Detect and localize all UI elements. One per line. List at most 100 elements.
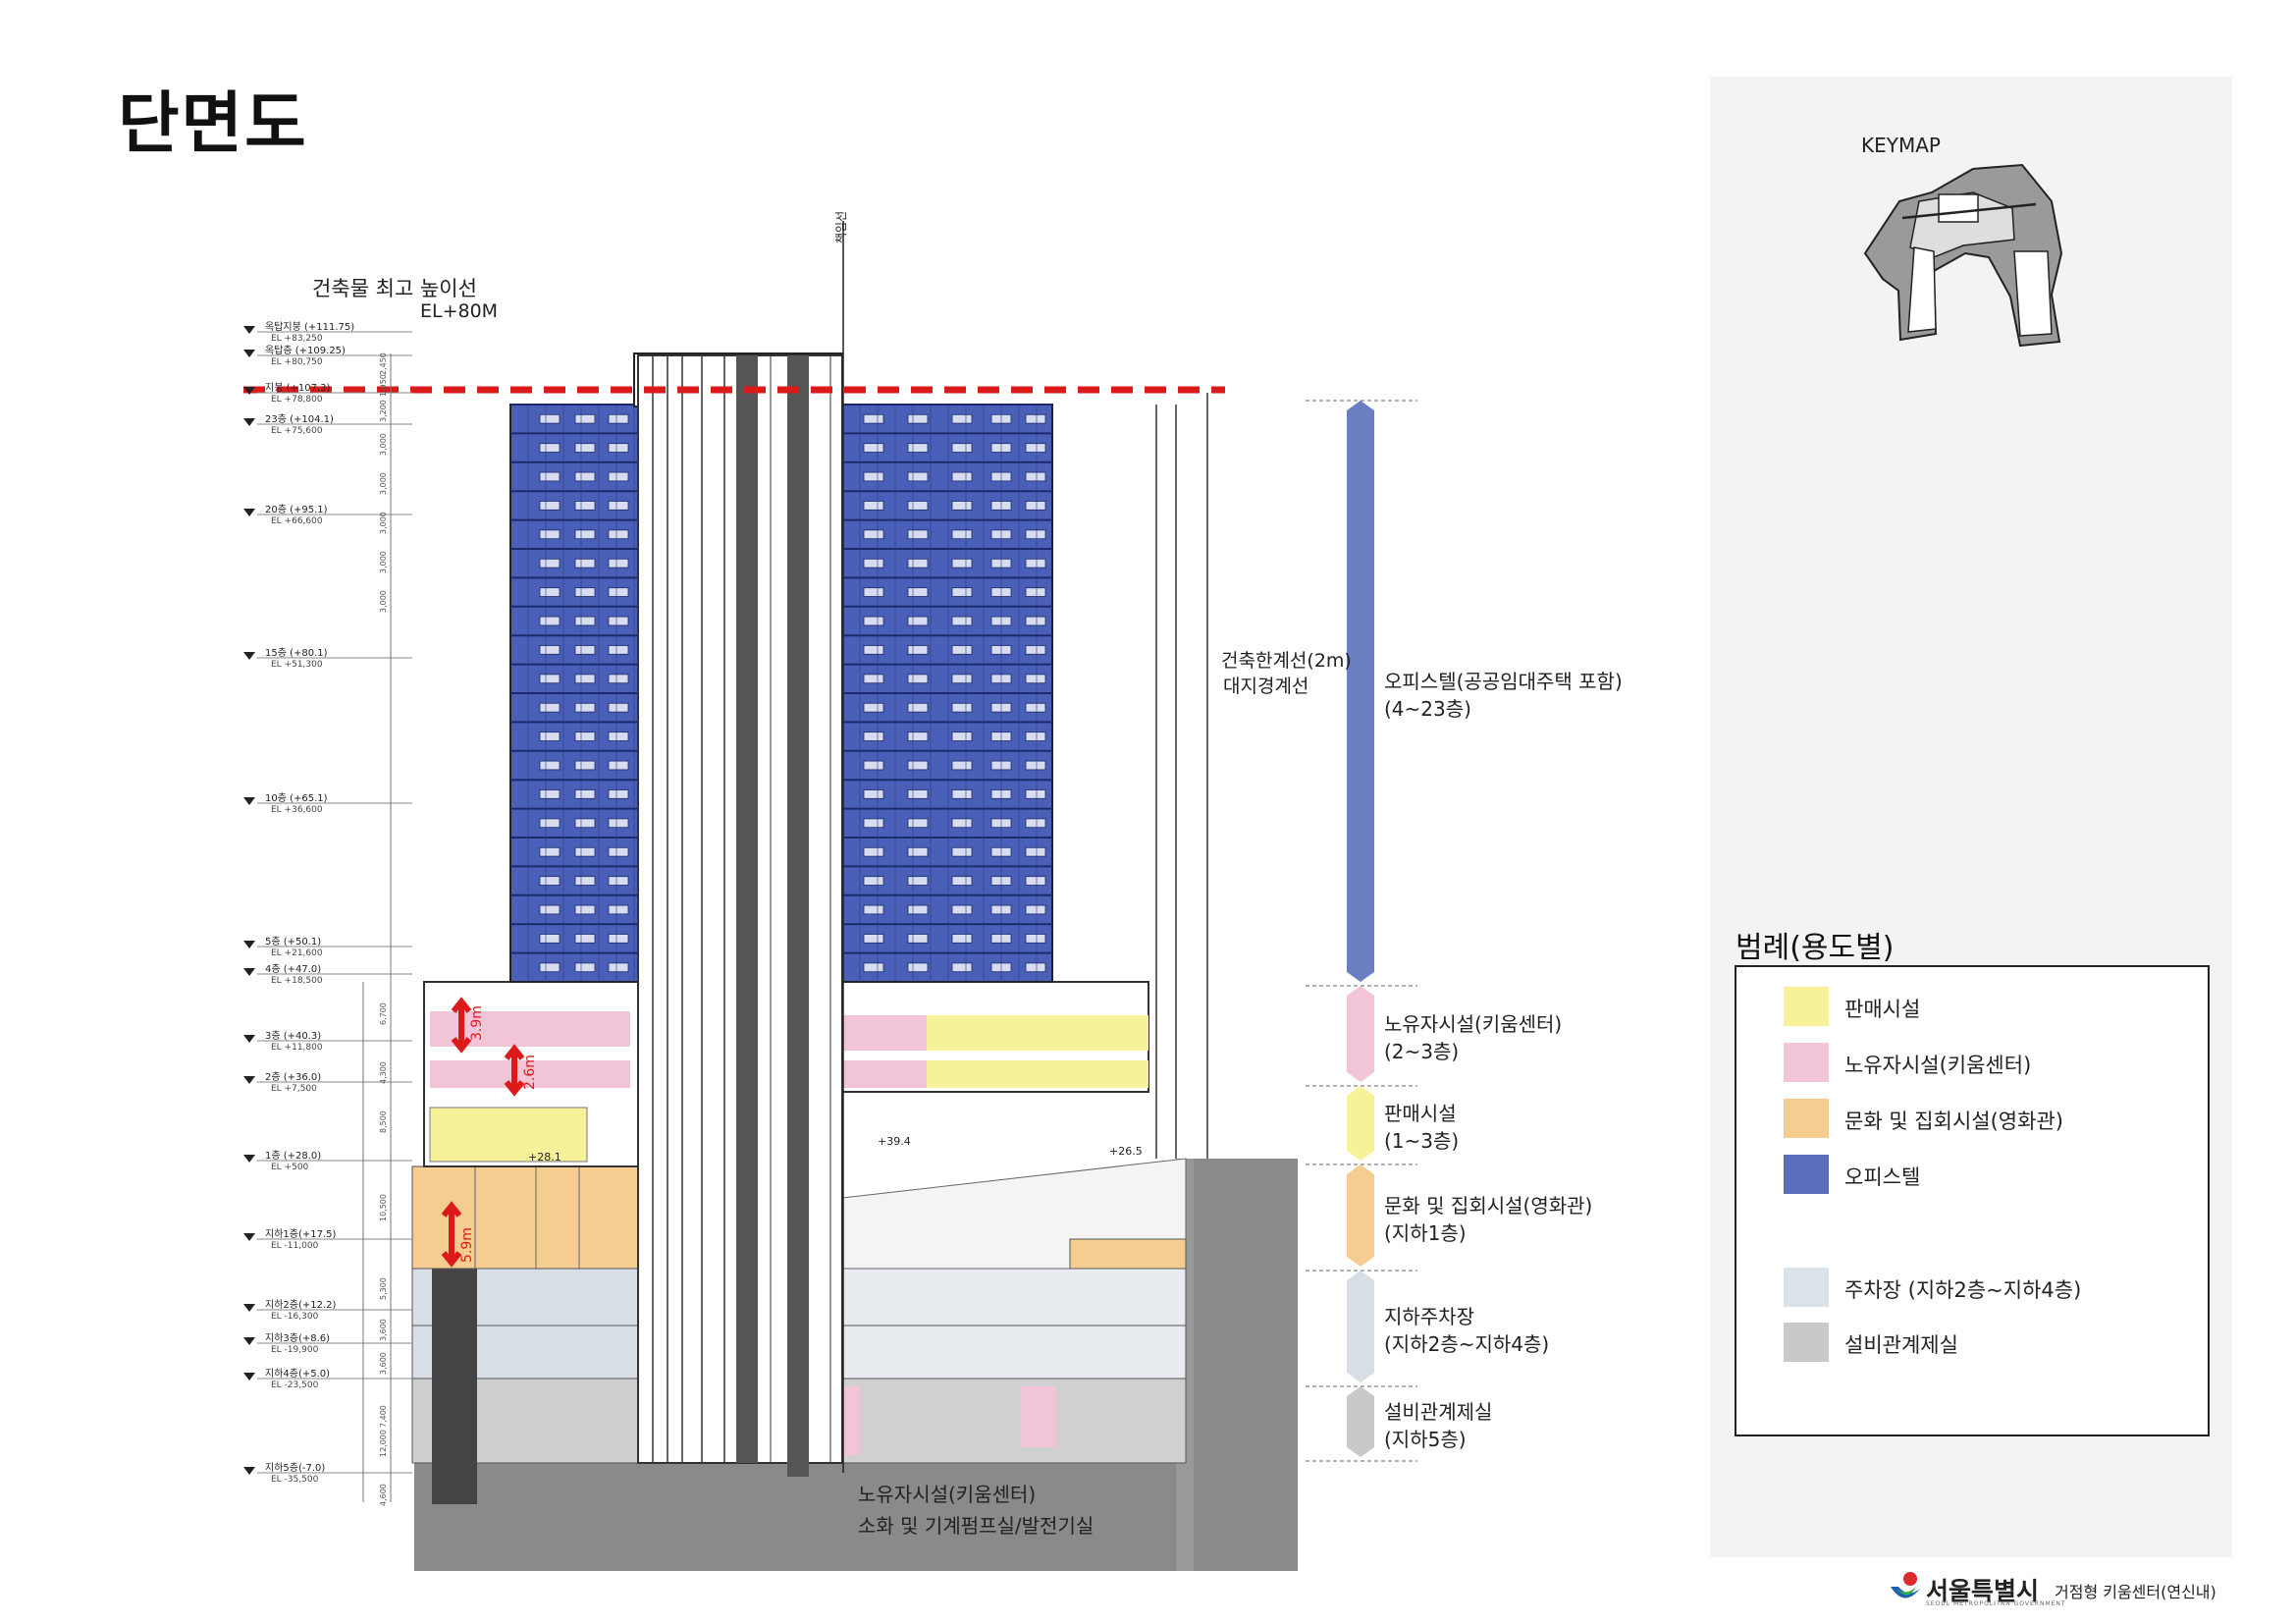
- level-name: 15층 (+80.1): [265, 648, 328, 659]
- ground-level-mid: +39.4: [878, 1135, 911, 1148]
- level-el: EL +500: [271, 1163, 309, 1172]
- dimension-label: 3,000: [379, 551, 388, 573]
- f3-retail-right: [927, 1015, 1148, 1051]
- keymap-label: KEYMAP: [1861, 134, 1941, 157]
- window-unit: [863, 760, 884, 771]
- window-unit: [1025, 789, 1046, 799]
- window-unit: [907, 702, 929, 713]
- window-unit: [539, 616, 561, 626]
- window-unit: [951, 904, 973, 915]
- window-unit: [1025, 587, 1046, 597]
- window-unit: [539, 471, 561, 482]
- window-unit: [863, 904, 884, 915]
- window-unit: [574, 645, 596, 655]
- level-el: EL +7,500: [271, 1084, 317, 1094]
- ground-level-right: +26.5: [1109, 1145, 1143, 1158]
- ground-level-left: +28.1: [528, 1151, 561, 1164]
- window-unit: [608, 760, 629, 771]
- window-unit: [1025, 760, 1046, 771]
- window-unit: [539, 846, 561, 857]
- window-unit: [1025, 876, 1046, 886]
- page-title: 단면도: [118, 85, 308, 163]
- zone-floors: (4~23층): [1384, 697, 1471, 721]
- f2-kids-left: [430, 1060, 630, 1088]
- window-unit: [951, 789, 973, 799]
- window-unit: [863, 702, 884, 713]
- window-unit: [1025, 904, 1046, 915]
- level-el: EL +36,600: [271, 805, 323, 815]
- window-unit: [907, 558, 929, 568]
- window-unit: [539, 443, 561, 453]
- window-unit: [608, 645, 629, 655]
- window-unit: [951, 587, 973, 597]
- dimension-label: 7,400: [379, 1405, 388, 1428]
- window-unit: [907, 789, 929, 799]
- level-el: EL +78,800: [271, 395, 323, 405]
- cinema-right-box: [1069, 1238, 1187, 1270]
- keymap-block-b: [1907, 246, 1937, 333]
- window-unit: [574, 501, 596, 511]
- window-unit: [608, 587, 629, 597]
- window-unit: [907, 962, 929, 973]
- window-unit: [1025, 501, 1046, 511]
- core-wall-a: [736, 355, 758, 1463]
- window-unit: [574, 846, 596, 857]
- dimension-chain: [362, 353, 392, 1502]
- window-unit: [539, 904, 561, 915]
- window-unit: [951, 934, 973, 944]
- level-el: EL -19,900: [271, 1345, 319, 1355]
- basement-zones: [411, 1158, 1187, 1504]
- level-marker-icon: [243, 1337, 255, 1345]
- legend-swatch: [1784, 1043, 1829, 1082]
- dimension-label: 1,950: [379, 374, 388, 397]
- level-name: 지하2층(+12.2): [265, 1300, 337, 1311]
- level-el: EL -23,500: [271, 1380, 319, 1390]
- legend-label: 문화 및 집회시설(영화관): [1844, 1110, 2063, 1133]
- zone-name: 노유자시설(키움센터): [1384, 1012, 1563, 1036]
- window-unit: [907, 876, 929, 886]
- window-unit: [951, 443, 973, 453]
- level-marker-icon: [243, 387, 255, 395]
- window-unit: [539, 962, 561, 973]
- level-el: EL +66,600: [271, 516, 323, 526]
- level-marker-icon: [243, 1035, 255, 1043]
- window-unit: [907, 674, 929, 684]
- zone-bar: [1347, 1164, 1374, 1267]
- window-unit: [951, 962, 973, 973]
- window-unit: [863, 616, 884, 626]
- window-unit: [951, 846, 973, 857]
- window-unit: [539, 587, 561, 597]
- window-unit: [863, 818, 884, 829]
- level-el: EL -35,500: [271, 1475, 319, 1485]
- window-unit: [863, 789, 884, 799]
- level-marker-icon: [243, 1076, 255, 1084]
- dimension-label: 12,000: [379, 1430, 388, 1457]
- window-unit: [951, 558, 973, 568]
- window-unit: [539, 934, 561, 944]
- level-name: 2층 (+36.0): [265, 1072, 322, 1083]
- footer-logo-sub: SEOUL METROPOLITAN GOVERNMENT: [1926, 1600, 2066, 1607]
- window-unit: [863, 645, 884, 655]
- window-unit: [539, 789, 561, 799]
- keymap-block-c: [2013, 250, 2053, 337]
- level-marker-icon: [243, 1467, 255, 1475]
- window-unit: [574, 818, 596, 829]
- legend-swatch: [1784, 1268, 1829, 1307]
- top-annotation-line2: EL+80M: [420, 300, 499, 322]
- window-unit: [574, 616, 596, 626]
- height-mark-b-arrow: [504, 1044, 525, 1097]
- zone-floors: (지하1층): [1384, 1221, 1467, 1245]
- window-unit: [951, 674, 973, 684]
- window-unit: [1025, 674, 1046, 684]
- zone-name: 지하주차장: [1384, 1305, 1474, 1328]
- podium: [423, 981, 1149, 1167]
- legend-swatch: [1784, 1099, 1829, 1138]
- window-unit: [907, 934, 929, 944]
- zone-name: 판매시설: [1384, 1102, 1457, 1125]
- window-unit: [608, 962, 629, 973]
- red-height-marks: [441, 997, 525, 1268]
- dimension-label: 3,600: [379, 1352, 388, 1375]
- level-name: 23층 (+104.1): [265, 414, 334, 425]
- window-unit: [863, 962, 884, 973]
